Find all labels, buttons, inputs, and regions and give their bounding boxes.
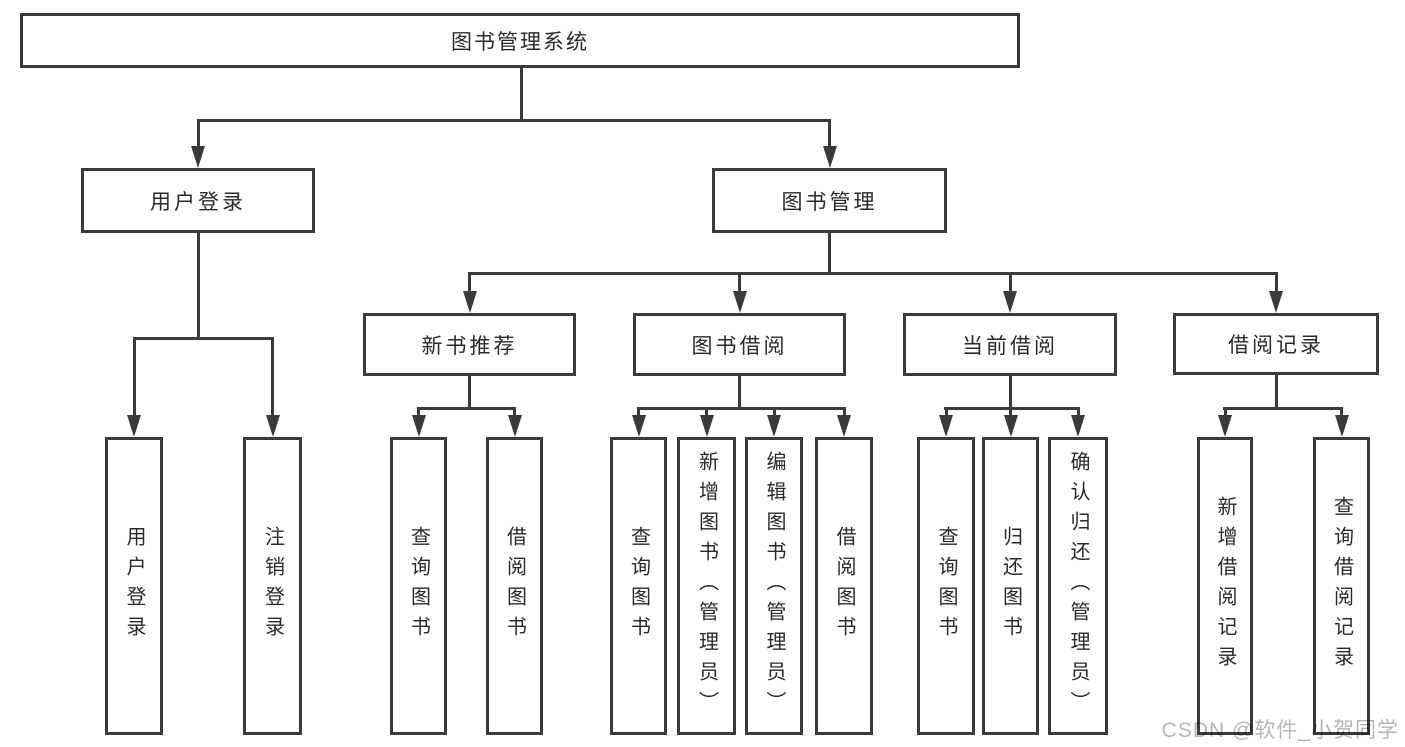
leaf-confirm-return-admin: 确认归还（管理员） bbox=[1048, 437, 1108, 735]
arrow-down-icon bbox=[411, 415, 426, 437]
leaf-query-books-3: 查询图书 bbox=[917, 437, 975, 735]
node-borrow-records: 借阅记录 bbox=[1173, 313, 1379, 375]
leaf-return-books: 归还图书 bbox=[982, 437, 1039, 735]
leaf-query-books-1: 查询图书 bbox=[390, 437, 447, 735]
connector-line bbox=[738, 376, 741, 408]
leaf-add-books-admin: 新增图书（管理员） bbox=[677, 437, 736, 735]
node-new-book-recommend: 新书推荐 bbox=[363, 313, 576, 376]
connector-line bbox=[705, 407, 708, 417]
arrow-down-icon bbox=[1334, 415, 1349, 437]
node-book-borrow: 图书借阅 bbox=[633, 313, 846, 376]
connector-line bbox=[519, 67, 523, 120]
connector-line bbox=[1274, 375, 1278, 408]
arrow-down-icon bbox=[1218, 415, 1232, 437]
node-current-borrow: 当前借阅 bbox=[903, 313, 1117, 376]
arrow-down-icon bbox=[699, 415, 714, 437]
connector-line bbox=[1274, 272, 1278, 294]
connector-line bbox=[196, 119, 200, 149]
leaf-user-login: 用户登录 bbox=[105, 437, 163, 735]
leaf-logout: 注销登录 bbox=[243, 437, 302, 735]
connector-line bbox=[637, 407, 640, 417]
node-user-login: 用户登录 bbox=[81, 168, 315, 233]
connector-line bbox=[468, 272, 1277, 275]
leaf-query-borrow-record: 查询借阅记录 bbox=[1313, 437, 1370, 735]
connector-line bbox=[1223, 407, 1227, 417]
arrow-down-icon bbox=[1071, 415, 1085, 437]
connector-line bbox=[1223, 407, 1343, 410]
arrow-down-icon bbox=[191, 146, 205, 168]
connector-line bbox=[468, 376, 471, 408]
node-book-management-system: 图书管理系统 bbox=[20, 13, 1020, 68]
leaf-borrow-books-2: 借阅图书 bbox=[815, 437, 873, 735]
arrow-down-icon bbox=[732, 291, 747, 313]
leaf-borrow-books-1: 借阅图书 bbox=[486, 437, 543, 735]
arrow-down-icon bbox=[939, 415, 953, 437]
arrow-down-icon bbox=[127, 415, 141, 437]
node-book-management: 图书管理 bbox=[712, 168, 947, 233]
arrow-down-icon bbox=[1269, 291, 1283, 313]
connector-line bbox=[637, 407, 845, 410]
connector-line bbox=[1076, 407, 1080, 417]
connector-line bbox=[271, 337, 274, 418]
connector-line bbox=[828, 233, 831, 273]
arrow-down-icon bbox=[767, 415, 781, 437]
csdn-watermark: CSDN @软件_小贺同学 bbox=[1161, 719, 1399, 742]
arrow-down-icon bbox=[631, 415, 646, 437]
connector-line bbox=[1340, 407, 1343, 417]
connector-line bbox=[196, 233, 200, 338]
arrow-down-icon bbox=[265, 415, 280, 437]
connector-line bbox=[738, 272, 741, 294]
connector-line bbox=[513, 407, 516, 417]
connector-line bbox=[944, 407, 948, 417]
connector-line bbox=[1008, 376, 1012, 408]
arrow-down-icon bbox=[822, 146, 837, 168]
connector-line bbox=[468, 272, 471, 294]
arrow-down-icon bbox=[507, 415, 522, 437]
connector-line bbox=[133, 337, 274, 340]
connector-line bbox=[944, 407, 1079, 410]
connector-line bbox=[417, 407, 516, 410]
leaf-add-borrow-record: 新增借阅记录 bbox=[1197, 437, 1253, 735]
arrow-down-icon bbox=[462, 291, 477, 313]
leaf-query-books-2: 查询图书 bbox=[610, 437, 667, 735]
connector-line bbox=[197, 119, 831, 122]
connector-line bbox=[1008, 272, 1012, 294]
connector-line bbox=[132, 337, 136, 418]
connector-line bbox=[842, 407, 846, 417]
connector-line bbox=[1008, 407, 1012, 417]
arrow-down-icon bbox=[837, 415, 851, 437]
arrow-down-icon bbox=[1003, 291, 1017, 313]
connector-line bbox=[828, 119, 831, 149]
arrow-down-icon bbox=[1003, 415, 1018, 437]
connector-line bbox=[417, 407, 420, 417]
connector-line bbox=[772, 407, 776, 417]
leaf-edit-books-admin: 编辑图书（管理员） bbox=[745, 437, 803, 735]
